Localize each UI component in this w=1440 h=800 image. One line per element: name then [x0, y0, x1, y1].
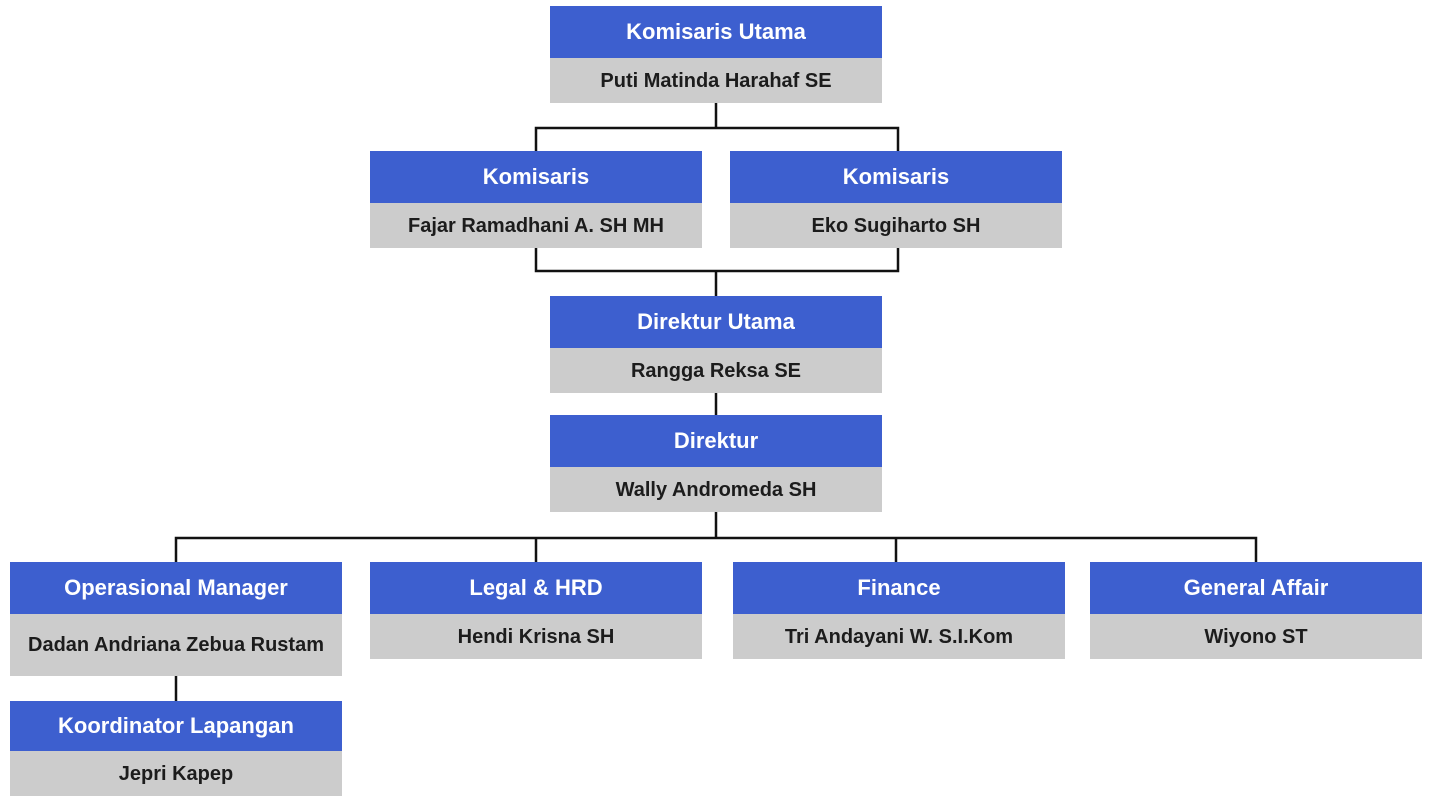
node-finance: Finance Tri Andayani W. S.I.Kom — [733, 562, 1065, 659]
role-title: Legal & HRD — [370, 562, 702, 614]
role-title: Direktur — [550, 415, 882, 467]
node-komisaris-utama: Komisaris Utama Puti Matinda Harahaf SE — [550, 6, 882, 103]
role-title: Direktur Utama — [550, 296, 882, 348]
person-name: Dadan Andriana Zebua Rustam — [10, 614, 342, 676]
connector-komisaris-to-direktur-utama — [534, 247, 900, 296]
role-title: Komisaris Utama — [550, 6, 882, 58]
role-title: Operasional Manager — [10, 562, 342, 614]
role-title: General Affair — [1090, 562, 1422, 614]
node-koordinator-lapangan: Koordinator Lapangan Jepri Kapep — [10, 701, 342, 796]
person-name: Jepri Kapep — [10, 751, 342, 796]
person-name: Eko Sugiharto SH — [730, 203, 1062, 248]
connector-direktur-to-departments — [174, 511, 1258, 562]
node-komisaris-1: Komisaris Fajar Ramadhani A. SH MH — [370, 151, 702, 248]
node-legal-hrd: Legal & HRD Hendi Krisna SH — [370, 562, 702, 659]
person-name: Wiyono ST — [1090, 614, 1422, 659]
connector-komisaris-utama-to-komisaris — [534, 102, 900, 151]
node-direktur: Direktur Wally Andromeda SH — [550, 415, 882, 512]
person-name: Puti Matinda Harahaf SE — [550, 58, 882, 103]
node-operasional-manager: Operasional Manager Dadan Andriana Zebua… — [10, 562, 342, 676]
node-komisaris-2: Komisaris Eko Sugiharto SH — [730, 151, 1062, 248]
role-title: Komisaris — [370, 151, 702, 203]
person-name: Rangga Reksa SE — [550, 348, 882, 393]
role-title: Koordinator Lapangan — [10, 701, 342, 751]
node-general-affair: General Affair Wiyono ST — [1090, 562, 1422, 659]
node-direktur-utama: Direktur Utama Rangga Reksa SE — [550, 296, 882, 393]
role-title: Finance — [733, 562, 1065, 614]
person-name: Tri Andayani W. S.I.Kom — [733, 614, 1065, 659]
person-name: Fajar Ramadhani A. SH MH — [370, 203, 702, 248]
person-name: Hendi Krisna SH — [370, 614, 702, 659]
role-title: Komisaris — [730, 151, 1062, 203]
person-name: Wally Andromeda SH — [550, 467, 882, 512]
